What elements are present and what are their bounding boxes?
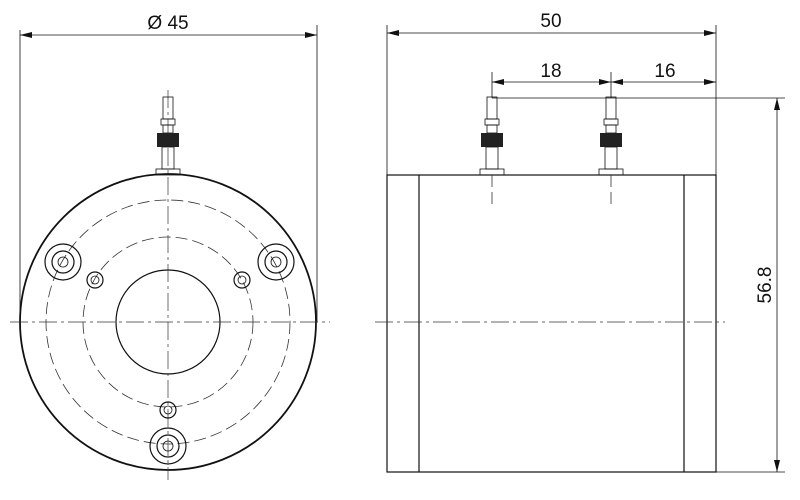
side-view: 50 18 16 56.8 bbox=[375, 11, 785, 473]
width-label: 50 bbox=[540, 11, 561, 32]
mounting-screw bbox=[44, 243, 82, 281]
front-view: Ø 45 bbox=[10, 13, 330, 480]
connector-edge-label: 16 bbox=[654, 61, 675, 82]
connector bbox=[598, 96, 624, 176]
housing-outline bbox=[386, 174, 717, 473]
small-screw bbox=[159, 401, 177, 419]
diameter-label: Ø 45 bbox=[147, 13, 188, 34]
mounting-screw bbox=[149, 427, 187, 465]
height-label: 56.8 bbox=[755, 267, 776, 304]
connector-spacing-label: 18 bbox=[540, 61, 561, 82]
connector bbox=[479, 96, 505, 176]
small-screw bbox=[233, 271, 251, 289]
mounting-screw bbox=[257, 243, 295, 281]
small-screw bbox=[86, 271, 104, 289]
